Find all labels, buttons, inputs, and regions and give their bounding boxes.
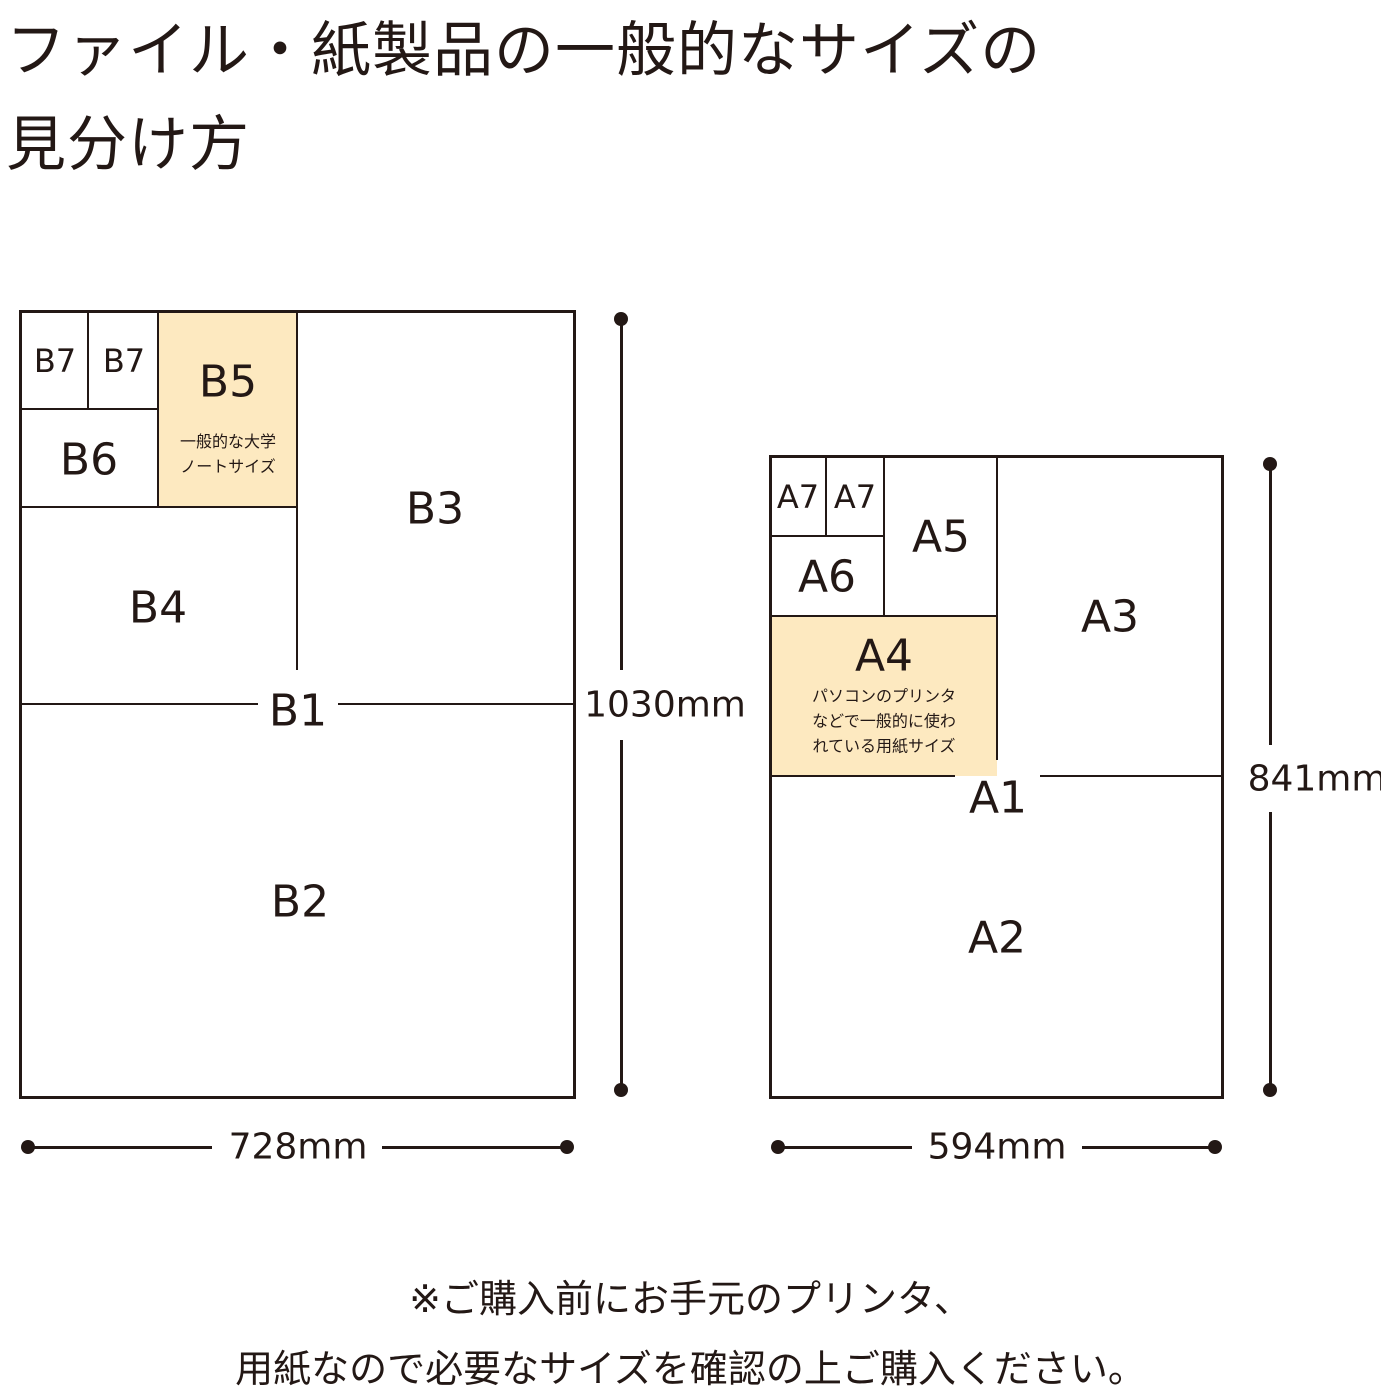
divider — [20, 506, 297, 508]
a-height-label: 841mm — [1247, 758, 1381, 800]
a4-note-line: パソコンのプリンタ — [811, 686, 957, 706]
divider — [296, 311, 298, 670]
a4-highlight — [771, 617, 997, 776]
dimension-dot — [560, 1140, 574, 1154]
divider — [771, 775, 955, 777]
b-width-label: 728mm — [228, 1126, 368, 1168]
b4-label: B4 — [128, 582, 188, 634]
width-dimension-line — [28, 1146, 212, 1149]
a6-label: A6 — [797, 551, 857, 603]
divider — [20, 408, 158, 410]
dimension-dot — [21, 1140, 35, 1154]
b5-highlight — [159, 312, 297, 507]
height-dimension-line — [1269, 464, 1272, 745]
a-width-label: 594mm — [927, 1126, 1067, 1168]
b7-label: B7 — [33, 342, 77, 380]
divider — [157, 311, 159, 507]
title-line-1: ファイル・紙製品の一般的なサイズの — [6, 16, 1042, 86]
width-dimension-line — [1082, 1146, 1215, 1149]
divider — [771, 615, 997, 617]
page-title: ファイル・紙製品の一般的なサイズの見分け方 — [6, 4, 1041, 192]
divider — [87, 311, 89, 409]
divider — [1040, 775, 1222, 777]
a4-note: パソコンのプリンタなどで一般的に使われている用紙サイズ — [812, 684, 956, 759]
dimension-dot — [1263, 1083, 1277, 1097]
dimension-dot — [614, 1083, 628, 1097]
a2-label: A2 — [967, 912, 1027, 964]
b2-label: B2 — [270, 876, 330, 928]
divider — [771, 535, 884, 537]
b1-label: B1 — [268, 685, 328, 737]
dimension-dot — [614, 312, 628, 326]
footer-note-line-1: ※ご購入前にお手元のプリンタ、 — [409, 1277, 972, 1321]
b5-note: 一般的な大学ノートサイズ — [180, 429, 276, 479]
a4-note-line: などで一般的に使わ — [812, 711, 956, 731]
a1-sheet — [769, 455, 1224, 1099]
a7-label: A7 — [833, 478, 877, 516]
height-dimension-line — [1269, 812, 1272, 1090]
footer-note-line-2: 用紙なので必要なサイズを確認の上ご購入ください。 — [235, 1347, 1146, 1391]
dimension-dot — [771, 1140, 785, 1154]
a4-note-line: れている用紙サイズ — [812, 736, 956, 756]
b5-label: B5 — [198, 356, 258, 408]
b-height-label: 1030mm — [584, 684, 746, 726]
a7-label: A7 — [776, 478, 820, 516]
divider — [20, 703, 258, 705]
a4-label: A4 — [854, 630, 914, 682]
a1-label: A1 — [968, 772, 1028, 824]
a5-label: A5 — [911, 511, 971, 563]
b3-label: B3 — [405, 483, 465, 535]
divider — [996, 457, 998, 760]
divider — [338, 703, 574, 705]
width-dimension-line — [382, 1146, 567, 1149]
height-dimension-line — [620, 740, 623, 1090]
height-dimension-line — [620, 319, 623, 670]
dimension-dot — [1263, 457, 1277, 471]
dimension-dot — [1208, 1140, 1222, 1154]
divider — [883, 457, 885, 616]
b5-note-line: ノートサイズ — [180, 457, 276, 476]
a3-label: A3 — [1080, 591, 1140, 643]
width-dimension-line — [778, 1146, 912, 1149]
title-line-2: 見分け方 — [6, 110, 250, 180]
b7-label: B7 — [102, 342, 146, 380]
divider — [825, 457, 827, 536]
b6-label: B6 — [59, 434, 119, 486]
b5-note-line: 一般的な大学 — [179, 432, 277, 451]
